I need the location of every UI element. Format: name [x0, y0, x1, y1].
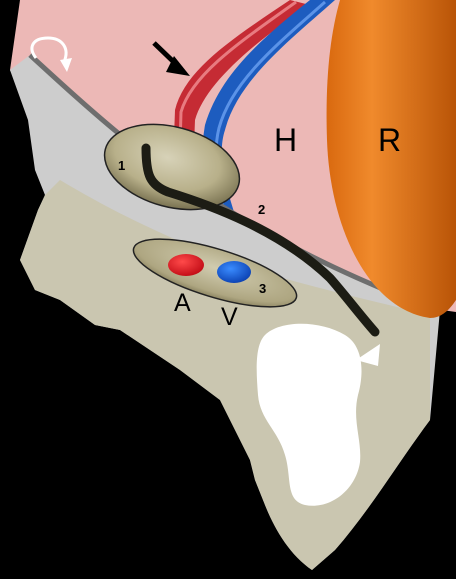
label-h: H [274, 122, 297, 158]
label-a: A [174, 289, 191, 317]
label-1: 1 [118, 158, 125, 173]
vein-dot [217, 261, 251, 283]
artery-dot [168, 254, 204, 276]
label-2: 2 [258, 202, 265, 217]
label-v: V [221, 303, 238, 331]
label-r: R [378, 122, 401, 158]
label-3: 3 [259, 281, 266, 296]
